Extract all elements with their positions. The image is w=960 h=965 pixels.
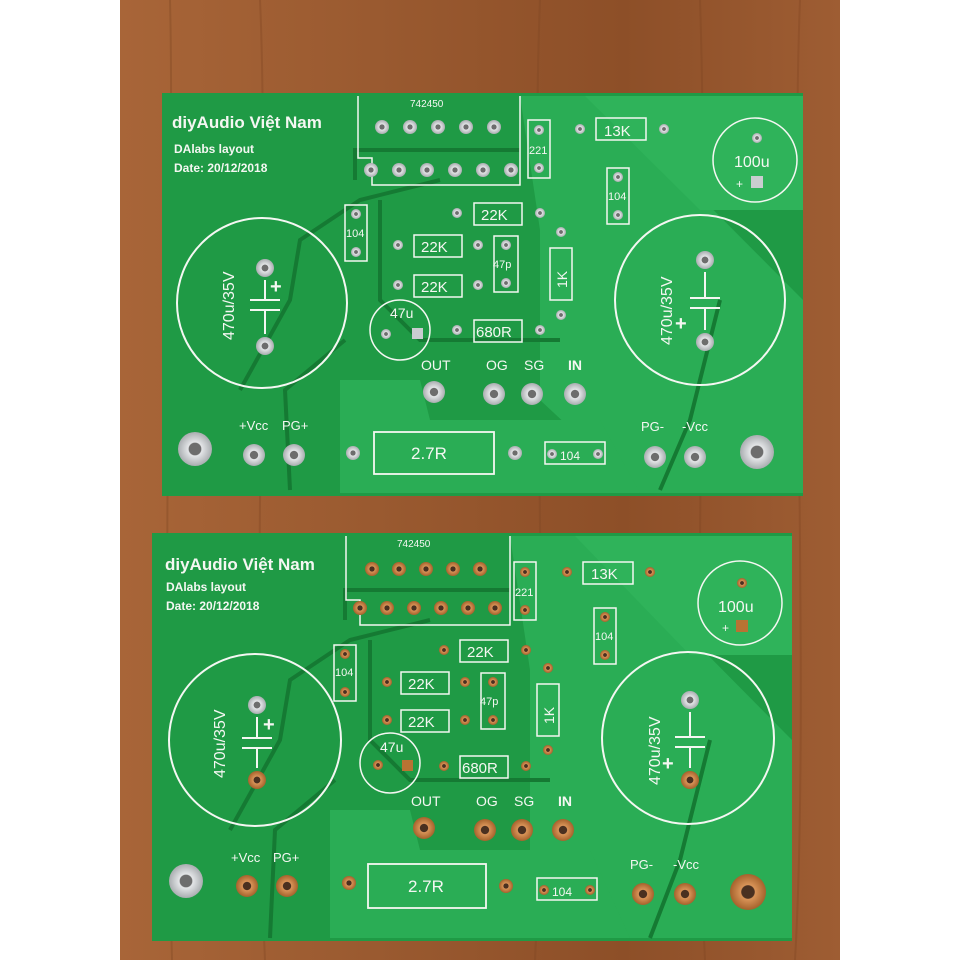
og-label: OG	[476, 793, 498, 809]
cap-104-left-label: 104	[335, 667, 353, 679]
pg-pos-label: PG+	[273, 850, 299, 865]
copper-pour-top-right	[585, 96, 803, 210]
cap-right-plus: +	[675, 313, 687, 335]
cap-104-bottom-label: 104	[560, 449, 580, 463]
cap-104-bottom-label: 104	[552, 885, 572, 899]
cap-47u-label: 47u	[390, 305, 413, 321]
og-label: OG	[486, 357, 508, 373]
board-date: Date: 20/12/2018	[166, 599, 260, 613]
cap-left-symbol	[250, 280, 280, 334]
res-13k-label: 13K	[604, 123, 631, 140]
pg-pos-label: PG+	[282, 418, 308, 433]
cap-right-label: 470u/35V	[659, 276, 676, 345]
cap-47p-label: 47p	[480, 696, 498, 708]
vcc-pos-label: +Vcc	[231, 850, 261, 865]
res-22k-c-label: 22K	[408, 714, 435, 731]
vcc-neg-label: -Vcc	[682, 419, 709, 434]
cap-221-label: 221	[529, 145, 547, 157]
mount-hole-right	[740, 435, 774, 469]
cap-right-symbol	[690, 272, 720, 330]
pcb-board-top: diyAudio Việt Nam DAlabs layout Date: 20…	[162, 93, 803, 496]
board-title: diyAudio Việt Nam	[172, 113, 322, 132]
ic-label: 742450	[397, 539, 431, 550]
cap-left-plus: +	[270, 276, 282, 298]
res-1k-label: 1K	[541, 706, 557, 724]
traces	[228, 588, 712, 939]
cap-100u-polarity: +	[736, 177, 743, 191]
ic-pads	[364, 120, 518, 177]
out-label: OUT	[411, 793, 441, 809]
cap-left-symbol	[242, 717, 272, 768]
cap-104-right-label: 104	[595, 631, 613, 643]
res-22k-b-label: 22K	[421, 239, 448, 256]
res-680r-label: 680R	[462, 760, 498, 777]
mount-hole-left	[169, 864, 203, 898]
in-label: IN	[568, 357, 582, 373]
res-27r-label: 2.7R	[408, 877, 444, 896]
res-22k-a-label: 22K	[481, 207, 508, 224]
sg-label: SG	[514, 793, 534, 809]
cap-47u-label: 47u	[380, 739, 403, 755]
mount-hole-right	[730, 874, 766, 910]
cap-right-plus: +	[662, 753, 674, 775]
copper-pour-bottom	[330, 810, 630, 938]
board-title: diyAudio Việt Nam	[165, 555, 315, 574]
ic-pads	[353, 562, 502, 615]
board-subtitle: DAlabs layout	[166, 580, 246, 594]
cap-100u-label: 100u	[718, 599, 754, 616]
sg-label: SG	[524, 357, 544, 373]
cap-right-symbol	[675, 712, 705, 768]
res-22k-b-label: 22K	[408, 676, 435, 693]
cap-right-label: 470u/35V	[647, 716, 664, 785]
copper-pour-right	[520, 96, 803, 493]
pcb-board-bottom: diyAudio Việt Nam DAlabs layout Date: 20…	[152, 533, 792, 941]
vcc-pos-label: +Vcc	[239, 418, 269, 433]
res-22k-c-label: 22K	[421, 279, 448, 296]
mount-hole-left	[178, 432, 212, 466]
res-1k-label: 1K	[554, 270, 570, 288]
pg-neg-label: PG-	[630, 857, 653, 872]
out-label: OUT	[421, 357, 451, 373]
cap-221-label: 221	[515, 587, 533, 599]
res-22k-a-label: 22K	[467, 644, 494, 661]
board-subtitle: DAlabs layout	[174, 142, 254, 156]
ic-label: 742450	[410, 99, 444, 110]
cap-47p-label: 47p	[493, 259, 511, 271]
cap-100u-label: 100u	[734, 154, 770, 171]
copper-pour-right	[510, 536, 792, 938]
res-680r-label: 680R	[476, 324, 512, 341]
pg-neg-label: PG-	[641, 419, 664, 434]
cap-104-left-label: 104	[346, 228, 364, 240]
res-27r-label: 2.7R	[411, 444, 447, 463]
cap-left-label: 470u/35V	[221, 271, 238, 340]
board-date: Date: 20/12/2018	[174, 161, 268, 175]
cap-left-label: 470u/35V	[212, 709, 229, 778]
cap-left-plus: +	[263, 714, 275, 736]
in-label: IN	[558, 793, 572, 809]
cap-104-right-label: 104	[608, 191, 626, 203]
res-13k-label: 13K	[591, 566, 618, 583]
vcc-neg-label: -Vcc	[673, 857, 700, 872]
cap-100u-polarity: +	[722, 621, 729, 635]
